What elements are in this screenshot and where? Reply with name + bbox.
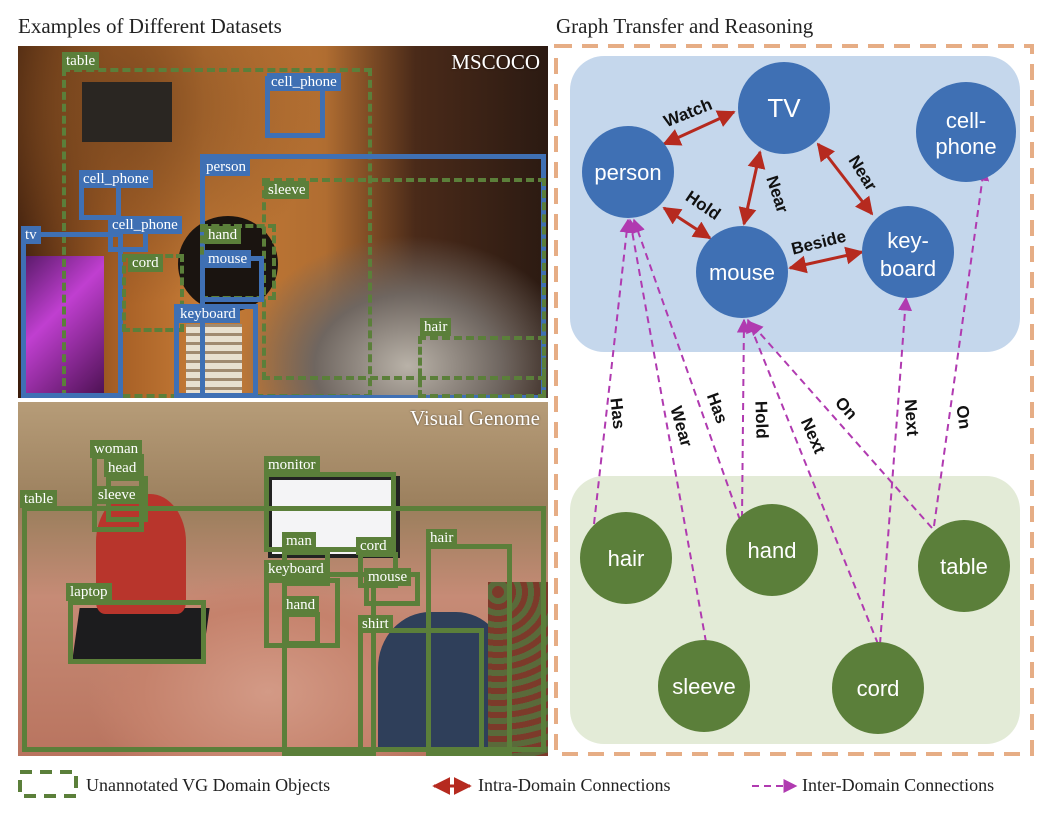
edge-label-wear: Wear: [666, 404, 696, 449]
node-hair-label: hair: [608, 546, 645, 571]
box-tv: [21, 232, 123, 398]
node-table-label: table: [940, 554, 988, 579]
tag-cell-phone-2: cell_phone: [79, 170, 153, 188]
node-keyboard-label-2: board: [880, 256, 936, 281]
vg-tag-cord: cord: [356, 537, 391, 555]
seat-pattern: [488, 582, 548, 756]
vg-tag-man: man: [282, 532, 316, 550]
edge-label-next-1: Next: [797, 415, 829, 457]
edge-label-hold-inter: Hold: [751, 401, 771, 439]
vg-tag-monitor: monitor: [264, 456, 320, 474]
vg-title: Visual Genome: [410, 406, 540, 430]
edge-on-table-mouse: [749, 320, 933, 529]
legend-inter-label: Inter-Domain Connections: [802, 775, 995, 795]
man-image: [378, 612, 508, 752]
node-cord: [832, 642, 924, 734]
tag-table: table: [62, 52, 100, 70]
node-mouse: [696, 226, 788, 318]
node-hair: [580, 512, 672, 604]
tag-sleeve: sleeve: [264, 181, 310, 199]
node-hand-label: hand: [748, 538, 797, 563]
tag-hand: hand: [204, 226, 242, 244]
vg-tag-shirt: shirt: [358, 615, 393, 633]
node-cellphone-label-1: cell-: [946, 108, 986, 133]
vg-tag-keyboard: keyboard: [264, 560, 328, 578]
device-box: [82, 82, 172, 142]
vg-box-man-body: [282, 572, 376, 756]
edge-beside: [788, 246, 864, 274]
mscoco-photo: MSCOCO table cell_phone cell_phone cell_…: [18, 46, 548, 398]
node-hand: [726, 504, 818, 596]
coco-nodes: [582, 62, 1016, 318]
node-sleeve-label: sleeve: [672, 674, 736, 699]
right-panel-title: Graph Transfer and Reasoning: [556, 14, 814, 38]
box-sleeve: [262, 178, 546, 380]
vg-box-hair: [426, 544, 512, 756]
tag-hair: hair: [420, 318, 452, 336]
left-panel-title: Examples of Different Datasets: [18, 14, 282, 38]
vg-tag-sleeve: sleeve: [94, 486, 140, 504]
node-sleeve: [658, 640, 750, 732]
edge-hold-hand-mouse: [736, 318, 751, 519]
edge-on-table-cellphone: [933, 166, 990, 527]
edge-has-hair-person: [593, 218, 634, 525]
vg-tag-mouse: mouse: [364, 568, 412, 586]
keyboard-image: [186, 324, 242, 396]
vg-tag-woman: woman: [90, 440, 143, 458]
graph-frame: [554, 44, 1034, 756]
tag-mouse: mouse: [204, 250, 252, 268]
vg-box-shirt: [358, 628, 484, 752]
edge-next-cord-mouse: [746, 318, 879, 645]
legend-intra-label: Intra-Domain Connections: [478, 775, 671, 795]
tag-cell-phone-3: cell_phone: [108, 216, 182, 234]
vg-box-laptop: [68, 600, 206, 664]
vg-tag-hand: hand: [282, 596, 320, 614]
node-table: [918, 520, 1010, 612]
legend-unannotated-label: Unannotated VG Domain Objects: [86, 775, 331, 795]
vg-tag-table: table: [20, 490, 58, 508]
vg-tag-laptop: laptop: [66, 583, 112, 601]
box-hair: [418, 336, 546, 398]
tag-cord: cord: [128, 254, 163, 272]
node-tv-label: TV: [767, 93, 801, 123]
node-person-label: person: [594, 160, 661, 185]
node-cord-label: cord: [857, 676, 900, 701]
node-tv: [738, 62, 830, 154]
node-mouse-label: mouse: [709, 260, 775, 285]
edge-has-hand-person: [631, 218, 741, 521]
node-keyboard: [862, 206, 954, 298]
edge-near-tv-keyboard: [816, 142, 874, 216]
edge-label-has-1: Has: [606, 397, 628, 430]
vg-tag-hair: hair: [426, 529, 458, 547]
tag-keyboard: keyboard: [176, 305, 240, 323]
edge-label-next-2: Next: [901, 399, 923, 437]
tag-cell-phone-1: cell_phone: [267, 73, 341, 91]
vg-box-monitor: [264, 472, 396, 552]
edge-label-on-2: On: [952, 404, 974, 430]
mscoco-title: MSCOCO: [451, 50, 540, 74]
legend-unannotated-swatch: [18, 770, 78, 798]
tag-tv: tv: [21, 226, 41, 244]
edge-next-cord-keyboard: [879, 296, 913, 645]
node-person: [582, 126, 674, 218]
node-cellphone: [916, 82, 1016, 182]
edge-label-has-2: Has: [703, 390, 732, 426]
node-keyboard-label-1: key-: [887, 228, 929, 253]
edge-near-tv-mouse: [738, 150, 766, 226]
vg-nodes: [580, 504, 1010, 734]
edge-hold: [662, 206, 712, 240]
tag-person: person: [202, 158, 250, 176]
visual-genome-photo: Visual Genome woman head sleeve table mo…: [18, 402, 548, 756]
edge-watch: [662, 110, 736, 146]
node-cellphone-label-2: phone: [935, 134, 996, 159]
vg-tag-head: head: [104, 459, 141, 477]
